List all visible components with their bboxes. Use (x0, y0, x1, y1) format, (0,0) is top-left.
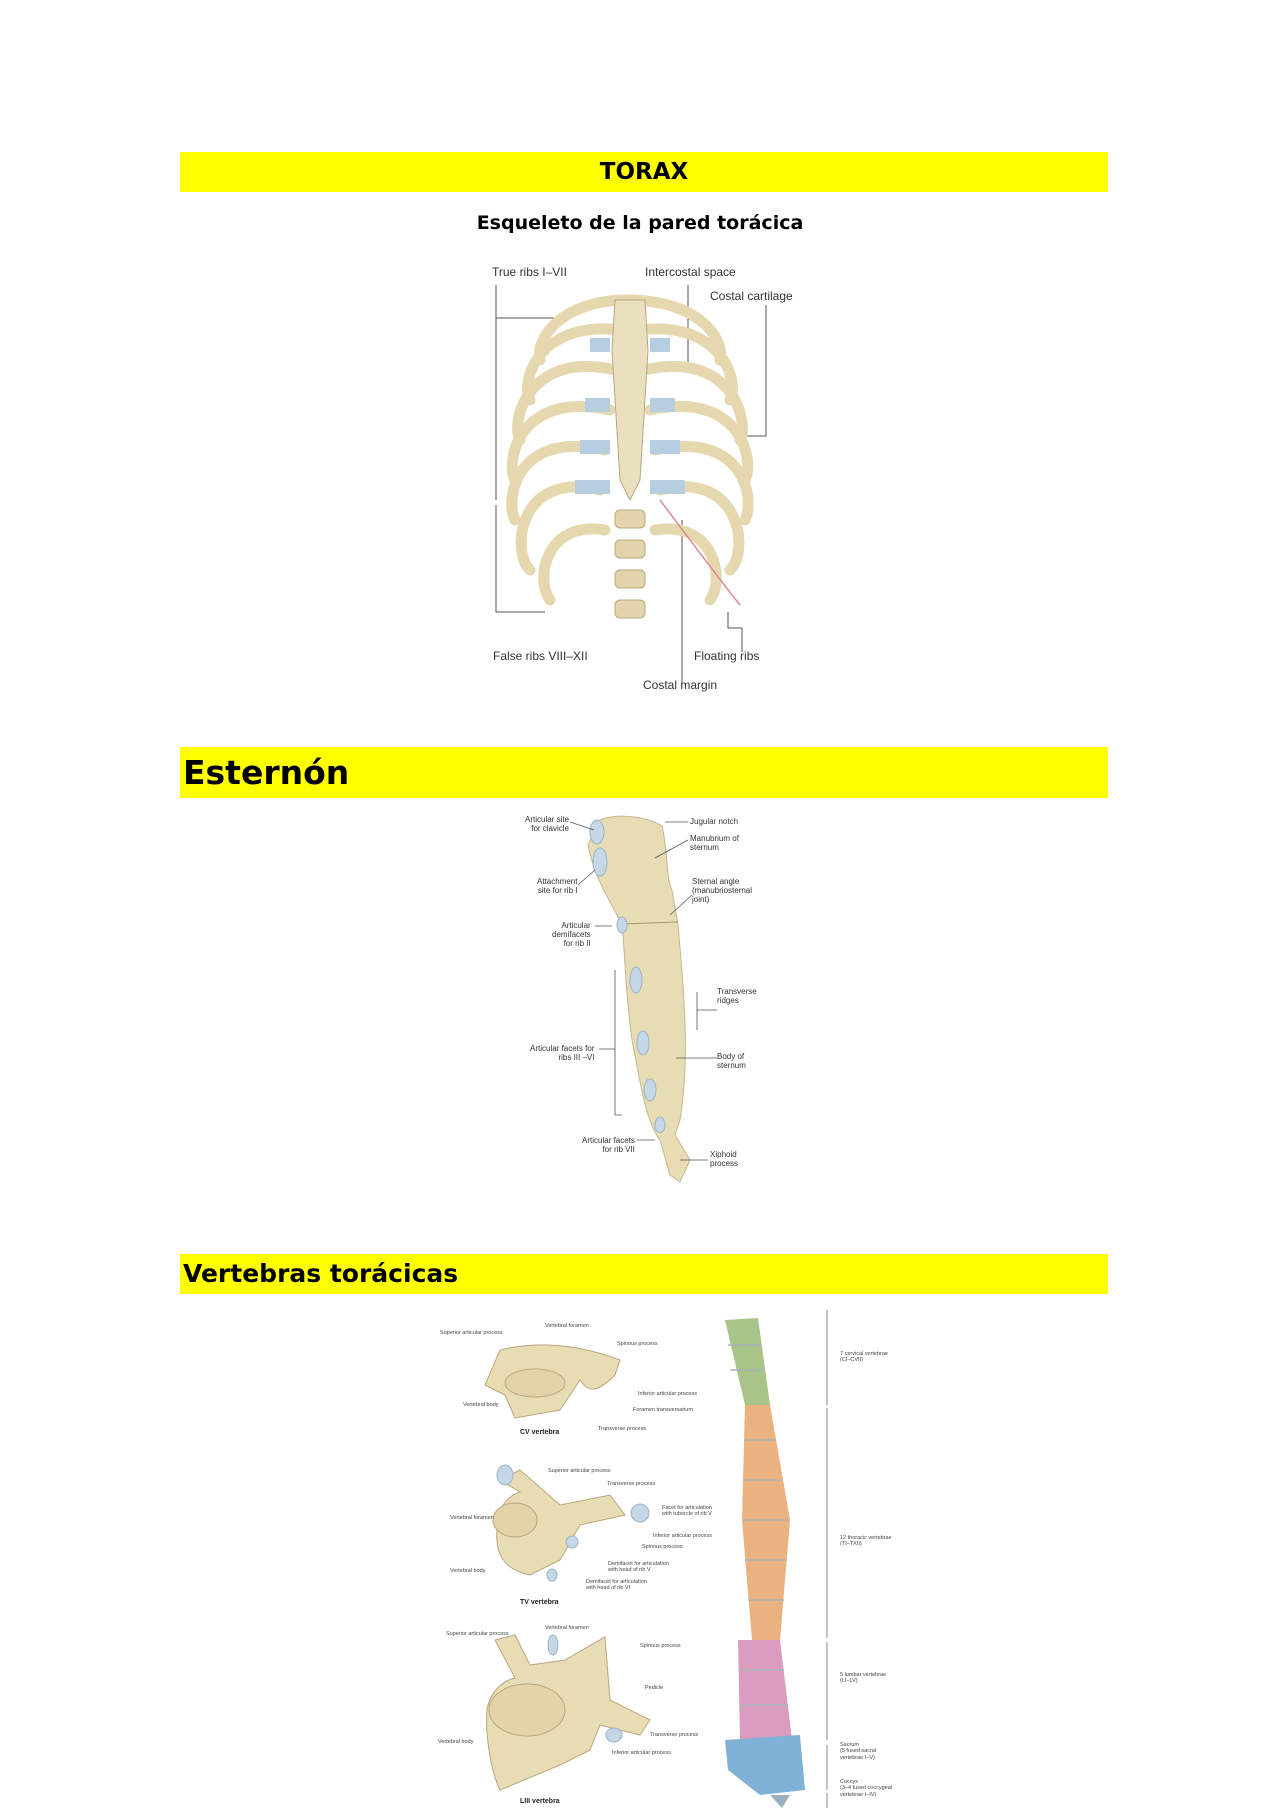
label-body-sternum: Body of sternum (717, 1052, 746, 1071)
liii-transverse-label: Transverse process (650, 1732, 699, 1738)
label-attachment-rib-1: Attachment site for rib I (537, 877, 578, 896)
cv-inferior-articular-label: Inferior articular process (638, 1391, 697, 1397)
cv-spinous-label: Spinous process (617, 1341, 658, 1347)
spine-coccyx-label: Coccyx (3–4 fused coccygeal vertebrae I–… (840, 1779, 892, 1798)
label-facets-ribs-3-6: Articular facets for ribs III –VI (530, 1044, 595, 1063)
ribcage-drawing (495, 285, 767, 684)
label-costal-cartilage: Costal cartilage (710, 289, 793, 303)
cv-transversarium-label: Foramen transversarium (633, 1407, 693, 1413)
tv-demifacet-6-label: Demifacet for articulation with head of … (586, 1579, 647, 1592)
label-articular-site-clavicle: Articular site for clavicle (525, 815, 570, 834)
spine-thoracic-label: 12 thoracic vertebrae (TI–TXII) (840, 1535, 892, 1548)
section-header-esternon: Esternón (180, 747, 1108, 798)
label-costal-margin: Costal margin (643, 678, 718, 692)
liii-caption: LIII vertebra (520, 1798, 560, 1805)
label-floating-ribs: Floating ribs (694, 649, 760, 663)
section-title: TORAX (599, 159, 689, 185)
label-demifacets-rib-2: Articular demifacets for rib II (552, 921, 591, 949)
label-manubrium: Manubrium of sternum (690, 834, 739, 853)
cv-superior-articular-label: Superior articular process (440, 1330, 503, 1336)
label-facets-rib-7: Articular facets for rib VII (582, 1136, 635, 1155)
section-title: Vertebras torácicas (183, 1259, 459, 1288)
liii-superior-articular-label: Superior articular process (446, 1631, 509, 1637)
tv-caption: TV vertebra (520, 1599, 559, 1606)
liii-body-label: Vertebral body (438, 1739, 474, 1745)
section-header-vertebras: Vertebras torácicas (180, 1254, 1108, 1294)
cv-transverse-label: Transverse process (598, 1426, 647, 1432)
liii-foramen-label: Vertebral foramen (545, 1625, 589, 1631)
cv-vertebral-foramen-label: Vertebral foramen (545, 1323, 589, 1329)
section-title: Esternón (183, 753, 350, 792)
tv-foramen-label: Vertebral foramen (450, 1515, 494, 1521)
tv-superior-articular-label: Superior articular process (548, 1468, 611, 1474)
tv-spinous-label: Spinous process (642, 1544, 683, 1550)
label-xiphoid: Xiphoid process (710, 1150, 739, 1169)
label-intercostal-space: Intercostal space (645, 265, 736, 279)
tv-facet-tubercle-label: Facet for articulation with tubercle of … (662, 1505, 712, 1518)
label-jugular-notch: Jugular notch (690, 817, 739, 826)
spine-cervical-label: 7 cervical vertebrae (CI–CVII) (840, 1351, 888, 1364)
label-sternal-angle: Sternal angle (manubriosternal joint) (692, 877, 753, 905)
liii-inferior-articular-label: Inferior articular process (612, 1750, 671, 1756)
liii-pedicle-label: Pedicle (645, 1685, 664, 1691)
subtitle: Esqueleto de la pared torácica (476, 212, 804, 234)
label-transverse-ridges: Transverse ridges (717, 987, 757, 1006)
spine-lumbar-label: 5 lumbar vertebrae (LI–LV) (840, 1672, 887, 1685)
cv-caption: CV vertebra (520, 1429, 560, 1436)
liii-spinous-label: Spinous process (640, 1643, 681, 1649)
label-false-ribs: False ribs VIII–XII (493, 649, 588, 663)
section-header-torax: TORAX (180, 152, 1108, 192)
label-true-ribs: True ribs I–VII (492, 265, 567, 279)
tv-body-label: Vertebral body (450, 1568, 486, 1574)
tv-demifacet-5-label: Demifacet for articulation with head of … (608, 1561, 669, 1574)
tv-transverse-label: Transverse process (607, 1481, 656, 1487)
sternum-drawing (569, 815, 717, 1183)
spine-sacrum-label: Sacrum (5 fused sacral vertebrae I–V) (840, 1742, 877, 1761)
tv-inferior-articular-label: Inferior articular process (653, 1533, 712, 1539)
cv-body-label: Vertebral body (463, 1402, 499, 1408)
